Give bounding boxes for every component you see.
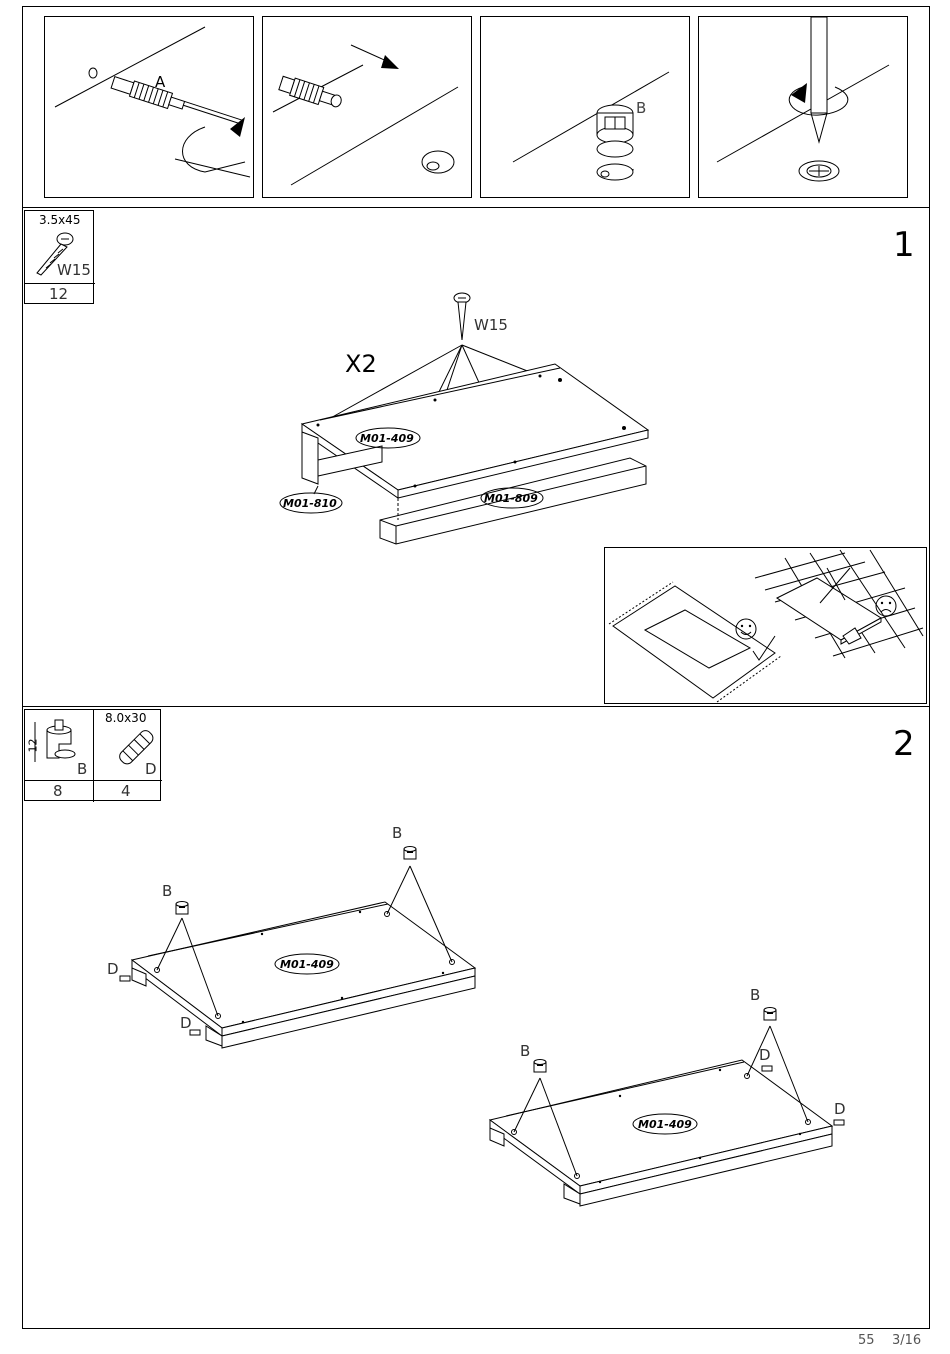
dowel-label-b1: D [759, 1048, 771, 1063]
cam-label-b2: B [750, 988, 760, 1003]
cam-label-a1: B [162, 884, 172, 899]
footer-code: 55 [858, 1333, 875, 1348]
step2-part-b-label: M01-409 [638, 1119, 692, 1130]
dowel-label-b2: D [834, 1102, 846, 1117]
cam-label-b1: B [520, 1044, 530, 1059]
dowel-label-a1: D [107, 962, 119, 977]
dowel-label-a2: D [180, 1016, 192, 1031]
cam-label-a2: B [392, 826, 402, 841]
step2-part-a-label: M01-409 [280, 959, 334, 970]
footer-page: 3/16 [892, 1333, 921, 1348]
